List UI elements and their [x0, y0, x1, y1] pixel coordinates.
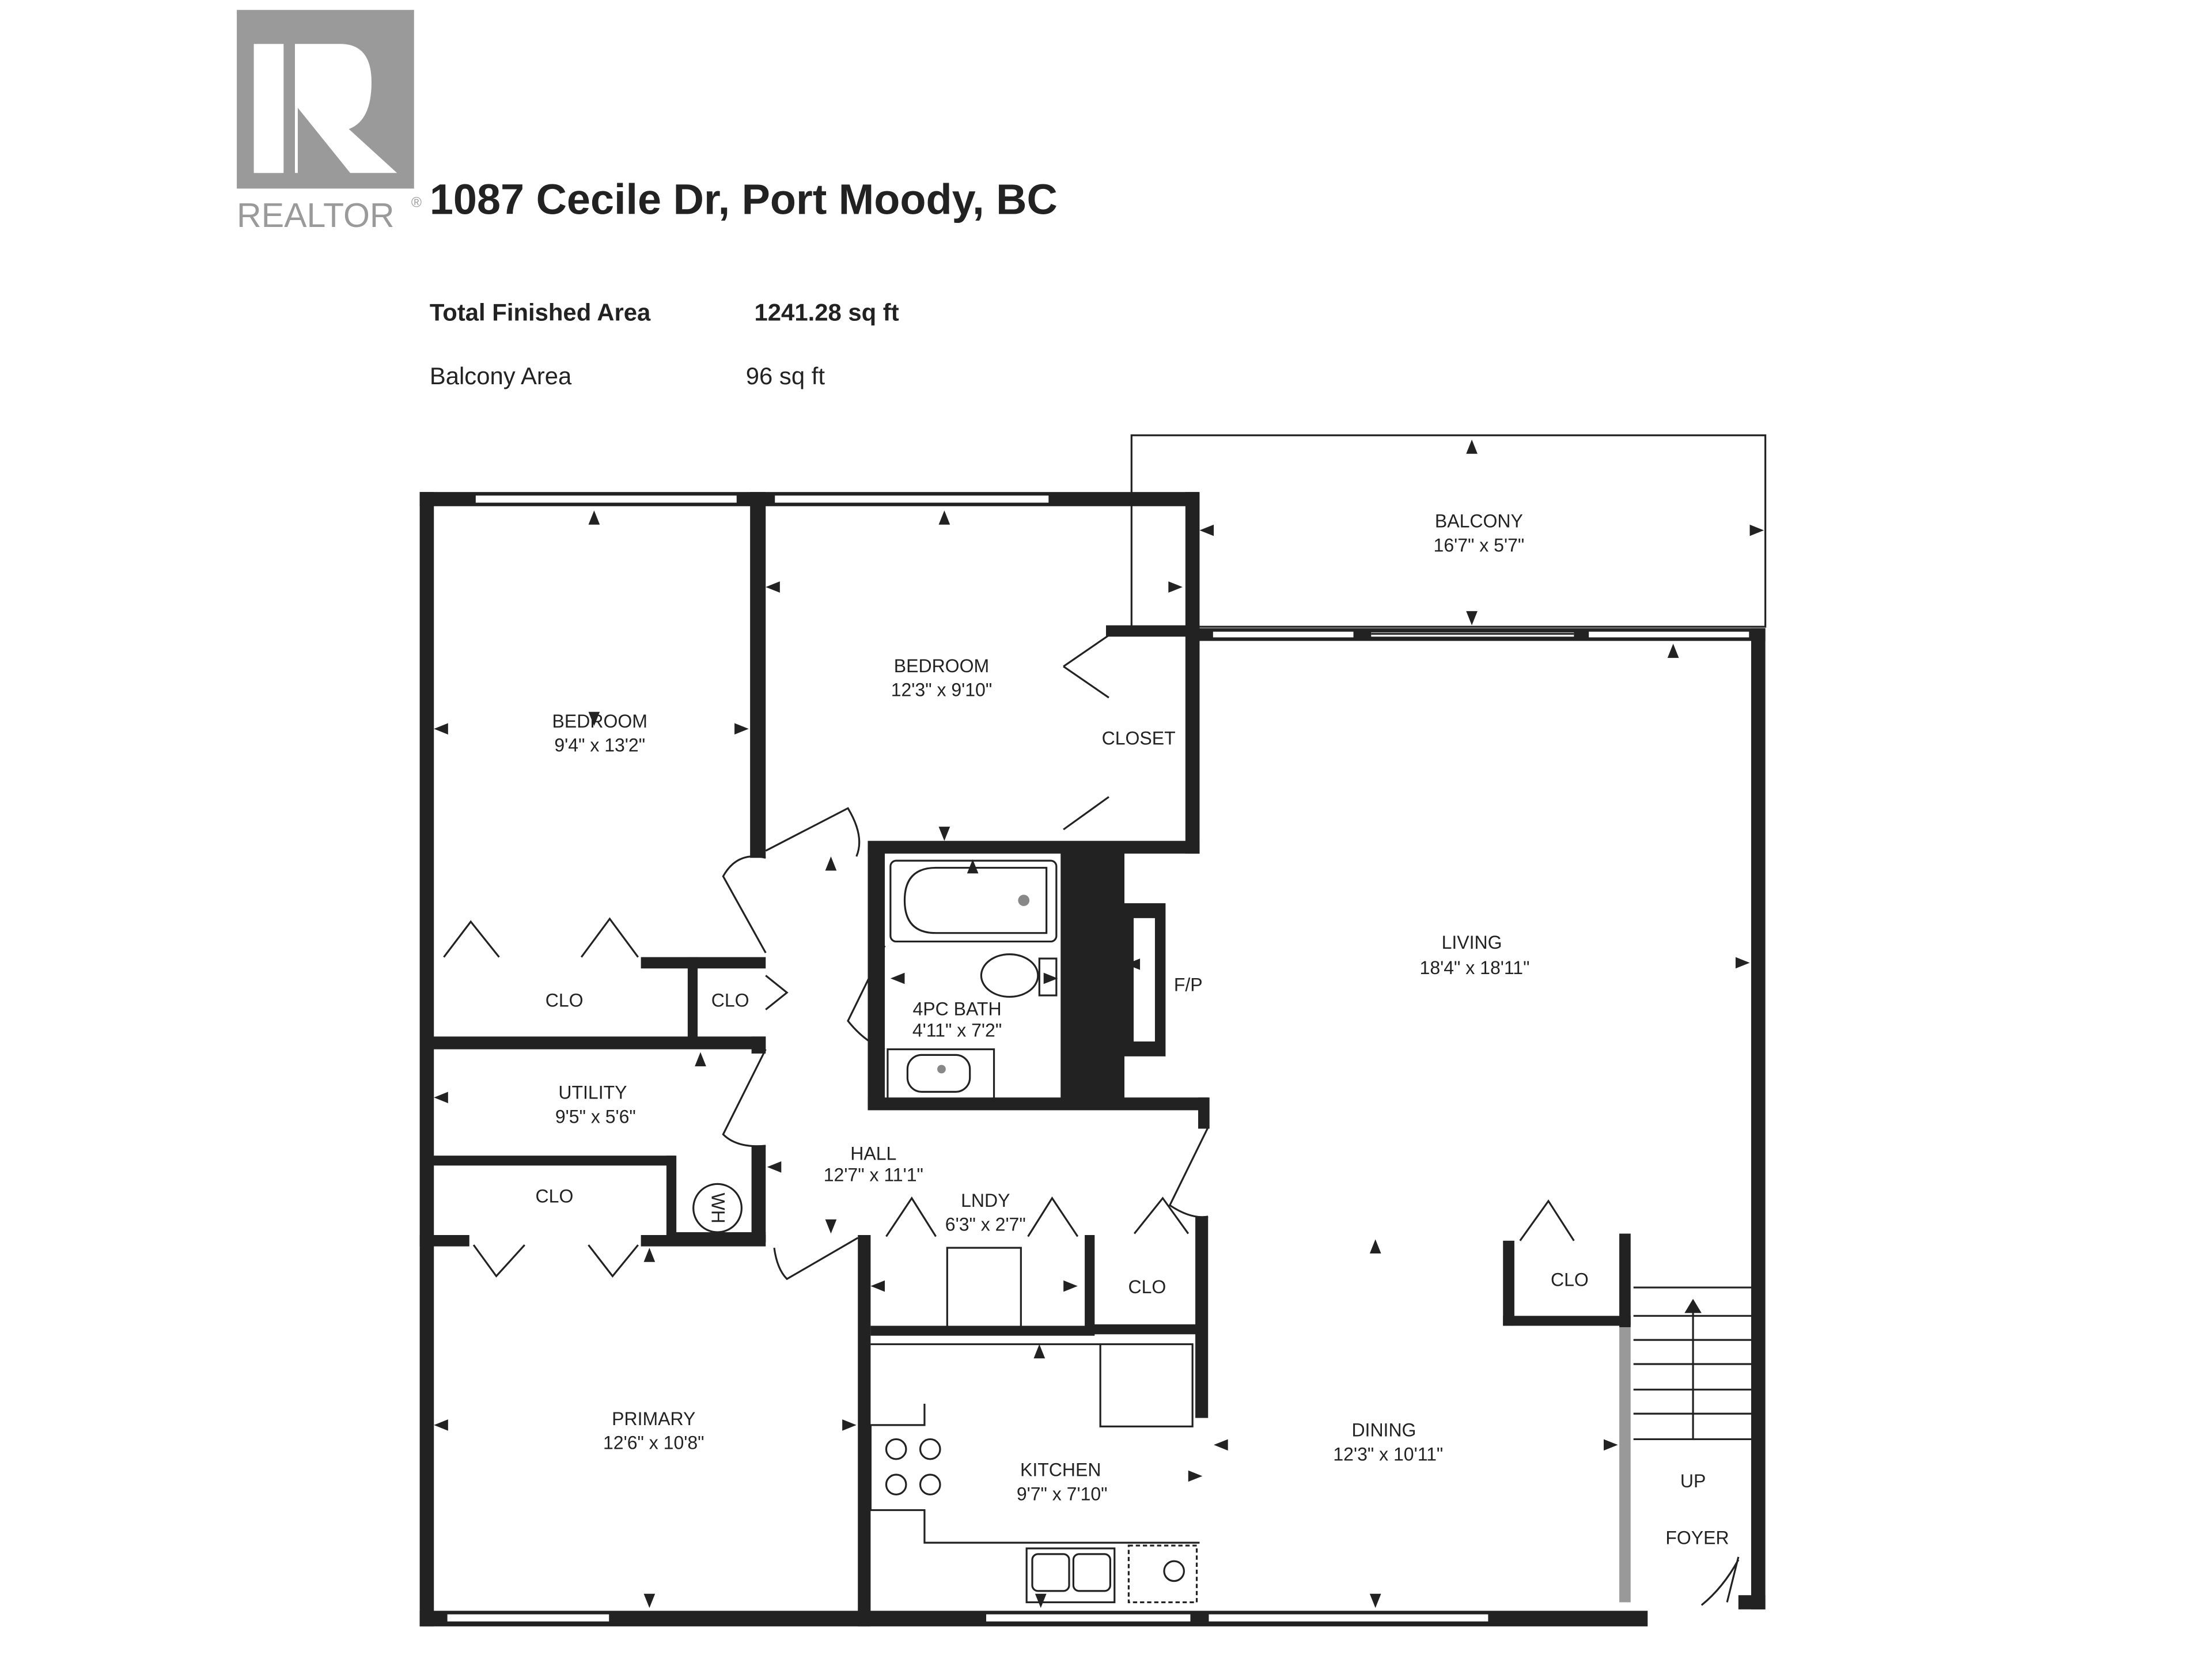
area-value: 96 sq ft	[746, 362, 825, 389]
room-name-bedroom: BEDROOM	[894, 656, 989, 676]
room-name-hall: HALL	[850, 1143, 896, 1164]
stairs-up-label: UP	[1680, 1471, 1706, 1491]
room-name-bath: 4PC BATH	[912, 998, 1001, 1019]
room-dims-primary: 12'6" x 10'8"	[603, 1433, 704, 1453]
room-dims-hall: 12'7" x 11'1"	[824, 1164, 923, 1185]
room-name-balcony: BALCONY	[1435, 511, 1523, 532]
room-name-clo: CLO	[536, 1185, 574, 1206]
room-name-foyer: FOYER	[1665, 1528, 1729, 1548]
room-labels: BALCONY 16'7" x 5'7" BEDROOM 9'4" x 13'2…	[536, 511, 1729, 1548]
room-name-clo: CLO	[1128, 1277, 1166, 1297]
room-name-fireplace: F/P	[1174, 975, 1203, 995]
room-name-laundry: LNDY	[961, 1190, 1010, 1211]
room-dims-kitchen: 9'7" x 7'10"	[1017, 1483, 1108, 1504]
area-summary: Total Finished Area 1241.28 sq ft Balcon…	[430, 298, 899, 389]
room-name-kitchen: KITCHEN	[1020, 1459, 1101, 1480]
room-dims-bath: 4'11" x 7'2"	[912, 1020, 1002, 1040]
room-name-clo: CLO	[711, 990, 749, 1011]
page-title: 1087 Cecile Dr, Port Moody, BC	[430, 176, 1058, 224]
water-heater-label: WH	[708, 1193, 729, 1224]
realtor-logo: REALTOR ®	[237, 10, 422, 234]
room-dims-bedroom: 12'3" x 9'10"	[891, 680, 993, 700]
area-value: 1241.28 sq ft	[755, 298, 899, 325]
room-name-living: LIVING	[1442, 932, 1502, 953]
room-dims-balcony: 16'7" x 5'7"	[1434, 535, 1525, 556]
room-name-primary: PRIMARY	[612, 1408, 695, 1429]
room-name-clo: CLO	[1551, 1270, 1589, 1290]
room-name-utility: UTILITY	[558, 1082, 627, 1103]
water-heater-icon	[692, 1183, 743, 1233]
room-name-clo: CLO	[546, 990, 584, 1011]
room-dims-utility: 9'5" x 5'6"	[555, 1107, 636, 1127]
area-label: Balcony Area	[430, 362, 572, 389]
room-dims-bedroom: 9'4" x 13'2"	[554, 735, 645, 756]
room-name-closet: CLOSET	[1102, 728, 1176, 748]
room-dims-dining: 12'3" x 10'11"	[1333, 1444, 1443, 1464]
walls	[419, 434, 1767, 1627]
registered-mark: ®	[411, 195, 422, 210]
realtor-logo-text: REALTOR	[237, 196, 395, 234]
area-label: Total Finished Area	[430, 298, 651, 325]
room-dims-laundry: 6'3" x 2'7"	[945, 1214, 1026, 1235]
room-dims-living: 18'4" x 18'11"	[1420, 957, 1530, 978]
room-name-dining: DINING	[1351, 1420, 1416, 1441]
room-name-bedroom: BEDROOM	[552, 711, 647, 732]
